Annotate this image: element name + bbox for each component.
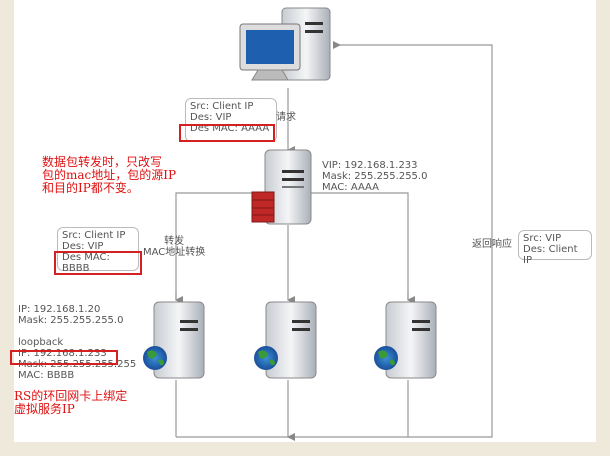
return-label: 返回响应 [472, 239, 512, 250]
note-top: 数据包转发时，只改写 包的mac地址，包的源IP 和目的IP都不变。 [42, 155, 177, 195]
client-mac-highlight [179, 124, 275, 142]
client-computer-icon [239, 7, 331, 81]
director-info: VIP: 192.168.1.233 Mask: 255.255.255.0 M… [322, 160, 428, 193]
note-bottom: RS的环回网卡上绑定 虚拟服务IP [14, 389, 128, 416]
firewall-icon [251, 191, 275, 223]
forward-packet-box: Src: Client IP Des: VIP Des MAC: BBBB [57, 227, 139, 274]
return-line [176, 41, 493, 438]
forward-label: 转发 MAC地址转换 [143, 236, 206, 258]
director-server-icon [264, 149, 312, 225]
forward-mac-highlight [54, 251, 142, 275]
real-server-icon-3 [374, 301, 437, 379]
return-packet-box: Src: VIP Des: Client IP [518, 230, 592, 266]
loopback-ip-highlight [10, 350, 118, 365]
rs-info: IP: 192.168.1.20 Mask: 255.255.255.0 loo… [18, 304, 137, 381]
request-label: 请求 [276, 112, 296, 123]
real-server-icon-2 [254, 301, 317, 379]
real-server-icon-1 [143, 301, 205, 379]
